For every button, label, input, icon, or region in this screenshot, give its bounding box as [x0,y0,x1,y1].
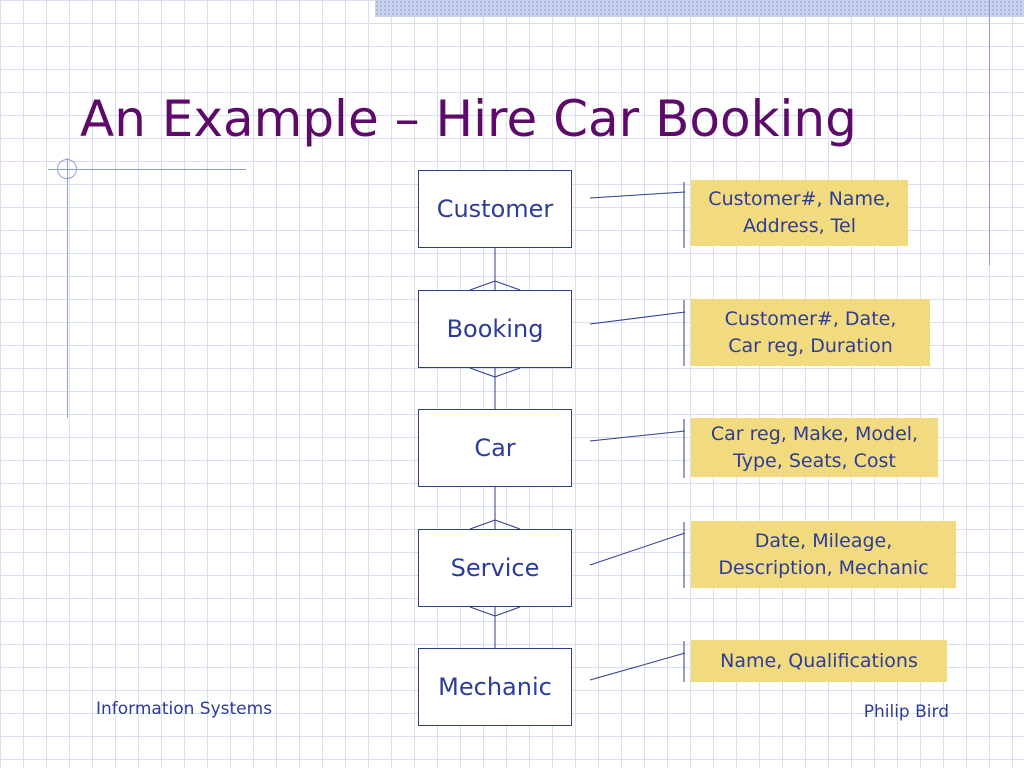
attribute-pointer-4 [589,532,686,566]
attribute-pointer-5 [589,652,686,681]
entity-car: Car [418,409,572,487]
entity-customer: Customer [418,170,572,248]
decorative-left-line [67,158,68,418]
crows-foot-booking-left [469,280,496,291]
decorative-top-band [375,0,1024,17]
attribute-pointer-3 [589,430,686,442]
entity-booking: Booking [418,290,572,368]
attributes-customer: Customer#, Name, Address, Tel [691,180,908,246]
slide-title: An Example – Hire Car Booking [80,90,857,148]
attributes-mechanic: Name, Qualifications [691,640,947,682]
crows-foot-service-bottom-left [469,606,496,617]
crows-foot-booking-bottom-left [469,367,496,378]
entity-mechanic: Mechanic [418,648,572,726]
crows-foot-booking-bottom-right [494,367,521,378]
attribute-pointer-1 [589,191,686,199]
crows-foot-service-right [494,519,521,530]
crows-foot-service-bottom-right [494,606,521,617]
decorative-right-line [989,0,990,265]
attribute-pointer-2 [589,311,686,325]
decorative-ring [57,159,77,179]
attributes-car: Car reg, Make, Model, Type, Seats, Cost [691,418,938,477]
attributes-service: Date, Mileage, Description, Mechanic [691,521,956,588]
footer-author: Philip Bird [863,702,949,722]
entity-service: Service [418,529,572,607]
attributes-booking: Customer#, Date, Car reg, Duration [691,299,930,366]
footer-course: Information Systems [96,699,273,719]
title-underline [48,169,246,170]
crows-foot-service-left [469,519,496,530]
crows-foot-booking-right [494,280,521,291]
